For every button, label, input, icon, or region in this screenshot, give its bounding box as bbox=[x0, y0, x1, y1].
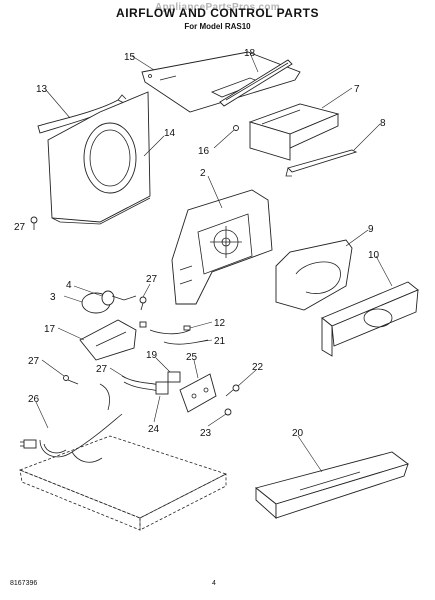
page-number: 4 bbox=[212, 580, 216, 587]
power-cord bbox=[20, 383, 123, 463]
capacitor bbox=[81, 290, 137, 314]
foam-strip bbox=[219, 59, 293, 107]
screw-16 bbox=[233, 125, 239, 131]
callout-20: 20 bbox=[292, 428, 304, 439]
air-discharge-panel bbox=[321, 281, 419, 357]
callout-27-d: 27 bbox=[96, 364, 108, 375]
callout-3: 3 bbox=[50, 292, 56, 303]
document-number: 8167396 bbox=[10, 580, 38, 587]
callout-12: 12 bbox=[214, 318, 226, 329]
selector-switch bbox=[155, 371, 181, 395]
rod bbox=[285, 149, 358, 177]
front-shroud bbox=[47, 91, 151, 225]
callout-18: 18 bbox=[244, 48, 256, 59]
capacitor-bracket bbox=[79, 319, 137, 361]
model-subtitle: For Model RAS10 bbox=[184, 22, 251, 31]
callout-10: 10 bbox=[368, 250, 380, 261]
callout-24: 24 bbox=[148, 424, 160, 435]
callout-2: 2 bbox=[200, 168, 206, 179]
callout-26: 26 bbox=[28, 394, 40, 405]
callout-25: 25 bbox=[186, 352, 198, 363]
callout-16: 16 bbox=[198, 146, 210, 157]
base-pan bbox=[18, 435, 228, 531]
callout-13: 13 bbox=[36, 84, 48, 95]
control-panel bbox=[179, 373, 217, 413]
drain-pan bbox=[255, 451, 409, 520]
wire-harness bbox=[139, 321, 209, 345]
diagram-title: AIRFLOW AND CONTROL PARTS bbox=[116, 6, 319, 20]
callout-21: 21 bbox=[214, 336, 226, 347]
callout-27-c: 27 bbox=[28, 356, 40, 367]
control-box-cover bbox=[248, 103, 340, 161]
screw-27-left bbox=[30, 216, 38, 230]
scroll-housing bbox=[275, 239, 353, 311]
screw-27-right bbox=[225, 384, 240, 397]
callout-23: 23 bbox=[200, 428, 212, 439]
callout-15: 15 bbox=[124, 52, 136, 63]
callout-labels: 15 18 13 7 14 16 8 2 27 9 10 4 27 3 12 1… bbox=[14, 48, 386, 439]
leader-lines bbox=[35, 52, 393, 473]
callout-4: 4 bbox=[66, 280, 72, 291]
screw-27-lower-left bbox=[63, 375, 79, 385]
callout-17: 17 bbox=[44, 324, 56, 335]
callout-9: 9 bbox=[368, 224, 374, 235]
callout-27-b: 27 bbox=[146, 274, 158, 285]
callout-14: 14 bbox=[164, 128, 176, 139]
fan-bracket bbox=[171, 189, 273, 305]
callout-27-a: 27 bbox=[14, 222, 26, 233]
watermark: AppliancePartsPros.com bbox=[155, 2, 280, 13]
screw-27-mid bbox=[139, 296, 147, 311]
screw-23 bbox=[224, 408, 232, 416]
callout-22: 22 bbox=[252, 362, 264, 373]
callout-7: 7 bbox=[354, 84, 360, 95]
callout-8: 8 bbox=[380, 118, 386, 129]
callout-19: 19 bbox=[146, 350, 158, 361]
